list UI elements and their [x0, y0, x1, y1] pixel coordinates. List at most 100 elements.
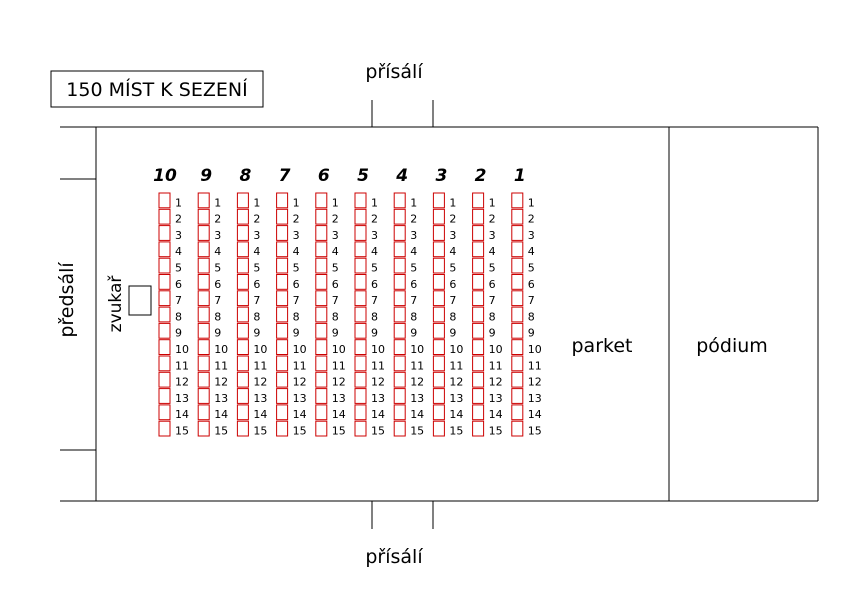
seat[interactable]: [511, 274, 524, 290]
seat[interactable]: [354, 306, 367, 323]
seat[interactable]: [197, 404, 210, 421]
seat[interactable]: [197, 290, 210, 307]
seat[interactable]: [472, 355, 485, 372]
seat[interactable]: [354, 274, 367, 290]
seat[interactable]: [197, 208, 210, 225]
seat[interactable]: [236, 241, 249, 258]
seat[interactable]: [315, 274, 328, 290]
seat[interactable]: [393, 322, 406, 339]
seat[interactable]: [276, 404, 289, 421]
seat[interactable]: [432, 355, 445, 372]
seat[interactable]: [158, 371, 171, 388]
seat[interactable]: [197, 192, 210, 209]
seat[interactable]: [197, 420, 210, 437]
seat[interactable]: [236, 339, 249, 356]
seat[interactable]: [354, 371, 367, 388]
seat[interactable]: [197, 274, 210, 290]
seat[interactable]: [511, 241, 524, 258]
seat[interactable]: [432, 306, 445, 323]
seat[interactable]: [511, 388, 524, 404]
seat[interactable]: [315, 241, 328, 258]
seat[interactable]: [276, 241, 289, 258]
seat[interactable]: [511, 208, 524, 225]
seat[interactable]: [158, 322, 171, 339]
seat[interactable]: [393, 274, 406, 290]
seat[interactable]: [158, 404, 171, 421]
seat[interactable]: [472, 404, 485, 421]
seat[interactable]: [236, 322, 249, 339]
seat[interactable]: [236, 420, 249, 437]
seat[interactable]: [354, 339, 367, 356]
seat[interactable]: [158, 388, 171, 404]
seat[interactable]: [276, 274, 289, 290]
seat[interactable]: [276, 355, 289, 372]
seat[interactable]: [236, 257, 249, 274]
seat[interactable]: [472, 322, 485, 339]
seat[interactable]: [315, 225, 328, 241]
seat[interactable]: [511, 371, 524, 388]
seat[interactable]: [393, 290, 406, 307]
seat[interactable]: [158, 420, 171, 437]
seat[interactable]: [197, 322, 210, 339]
seat[interactable]: [432, 208, 445, 225]
seat[interactable]: [315, 192, 328, 209]
seat[interactable]: [197, 257, 210, 274]
seat[interactable]: [472, 208, 485, 225]
seat[interactable]: [354, 257, 367, 274]
seat[interactable]: [197, 388, 210, 404]
seat[interactable]: [354, 420, 367, 437]
seat[interactable]: [197, 355, 210, 372]
seat[interactable]: [236, 306, 249, 323]
seat[interactable]: [236, 388, 249, 404]
seat[interactable]: [315, 371, 328, 388]
seat[interactable]: [158, 306, 171, 323]
seat[interactable]: [511, 420, 524, 437]
seat[interactable]: [158, 274, 171, 290]
seat[interactable]: [511, 192, 524, 209]
seat[interactable]: [315, 339, 328, 356]
seat[interactable]: [315, 290, 328, 307]
seat[interactable]: [472, 388, 485, 404]
seat[interactable]: [354, 208, 367, 225]
seat[interactable]: [276, 192, 289, 209]
seat[interactable]: [393, 208, 406, 225]
seat[interactable]: [472, 241, 485, 258]
seat[interactable]: [315, 388, 328, 404]
seat[interactable]: [511, 225, 524, 241]
seat[interactable]: [354, 241, 367, 258]
seat[interactable]: [354, 225, 367, 241]
seat[interactable]: [276, 322, 289, 339]
seat[interactable]: [197, 241, 210, 258]
seat[interactable]: [158, 257, 171, 274]
seat[interactable]: [393, 225, 406, 241]
seat[interactable]: [315, 420, 328, 437]
seat[interactable]: [511, 290, 524, 307]
seat[interactable]: [472, 290, 485, 307]
seat[interactable]: [276, 257, 289, 274]
seat[interactable]: [236, 290, 249, 307]
seat[interactable]: [393, 339, 406, 356]
seat[interactable]: [158, 355, 171, 372]
seat[interactable]: [393, 306, 406, 323]
seat[interactable]: [315, 306, 328, 323]
seat[interactable]: [472, 339, 485, 356]
seat[interactable]: [393, 388, 406, 404]
seat[interactable]: [393, 355, 406, 372]
seat[interactable]: [197, 371, 210, 388]
seat[interactable]: [511, 306, 524, 323]
seat[interactable]: [432, 388, 445, 404]
seat[interactable]: [236, 355, 249, 372]
seat[interactable]: [158, 225, 171, 241]
seat[interactable]: [393, 192, 406, 209]
seat[interactable]: [158, 208, 171, 225]
seat[interactable]: [276, 290, 289, 307]
seat[interactable]: [276, 388, 289, 404]
seat[interactable]: [354, 355, 367, 372]
seat[interactable]: [315, 355, 328, 372]
seat[interactable]: [472, 225, 485, 241]
seat[interactable]: [158, 192, 171, 209]
seat[interactable]: [276, 306, 289, 323]
seat[interactable]: [472, 420, 485, 437]
seat[interactable]: [354, 322, 367, 339]
seat[interactable]: [236, 208, 249, 225]
